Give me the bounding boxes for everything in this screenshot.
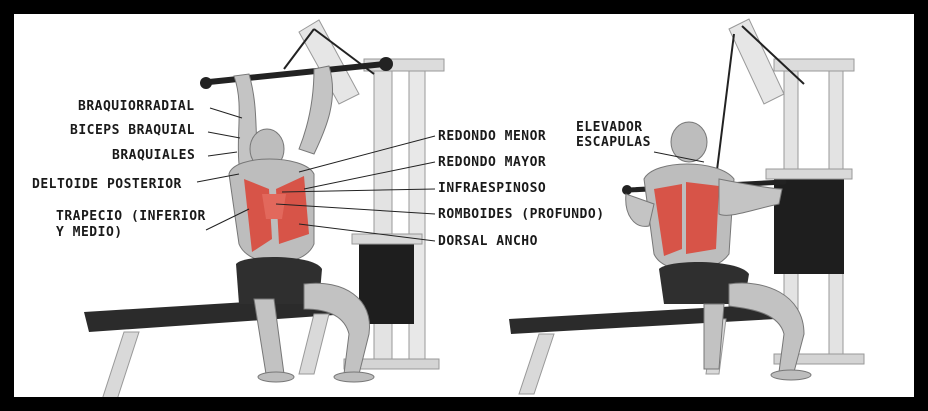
leader-braquiales (208, 152, 237, 156)
leader-braquiorradial (210, 108, 242, 118)
leader-biceps (208, 132, 240, 138)
exercise-illustration (14, 14, 914, 397)
illustration-canvas: BRAQUIORRADIAL BICEPS BRAQUIAL BRAQUIALE… (14, 14, 914, 397)
right-bench (509, 304, 776, 394)
label-romboides: ROMBOIDES (PROFUNDO) (438, 208, 605, 222)
label-trapecio: TRAPECIO (INFERIOR (56, 210, 206, 224)
label-trapecio-line2: Y MEDIO) (56, 226, 123, 240)
label-dorsal-ancho: DORSAL ANCHO (438, 235, 538, 249)
label-redondo-menor: REDONDO MENOR (438, 130, 546, 144)
label-biceps-braquial: BICEPS BRAQUIAL (70, 124, 195, 138)
label-braquiales: BRAQUIALES (112, 149, 195, 163)
label-elevador: ELEVADOR (576, 121, 643, 135)
label-escapulas: ESCAPULAS (576, 136, 651, 150)
label-redondo-mayor: REDONDO MAYOR (438, 156, 546, 170)
left-bench (84, 296, 349, 397)
label-infraespinoso: INFRAESPINOSO (438, 182, 546, 196)
label-deltoide-posterior: DELTOIDE POSTERIOR (32, 178, 182, 192)
label-braquiorradial: BRAQUIORRADIAL (78, 100, 195, 114)
